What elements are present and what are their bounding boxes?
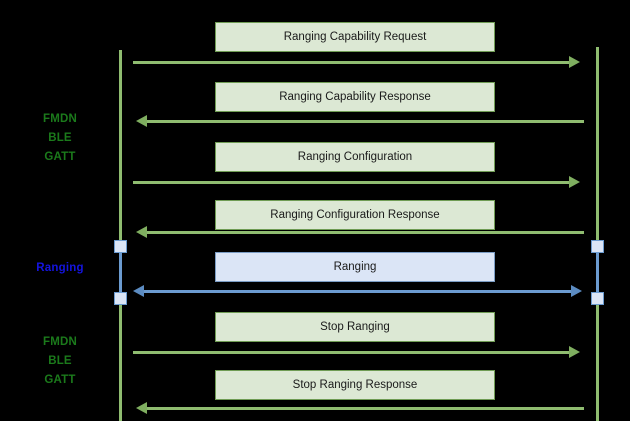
message-arrow-line-3 [133, 181, 570, 184]
lifeline-left [119, 50, 122, 421]
message-box-ranging-capability-request: Ranging Capability Request [215, 22, 495, 52]
message-arrowhead-right-1 [569, 56, 580, 68]
phase-label-fmdn-ble-gatt-bottom: FMDN BLE GATT [42, 336, 77, 386]
message-box-ranging-capability-response: Ranging Capability Response [215, 82, 495, 112]
lifeline-right [596, 47, 599, 421]
message-box-ranging-configuration: Ranging Configuration [215, 142, 495, 172]
message-box-stop-ranging-response: Stop Ranging Response [215, 370, 495, 400]
message-label: Ranging Capability Request [283, 31, 427, 43]
phase-label-fmdn-ble-gatt-top: FMDN BLE GATT [42, 113, 77, 163]
message-box-ranging-configuration-response: Ranging Configuration Response [215, 200, 495, 230]
message-arrow-line-7 [147, 407, 584, 410]
activation-box-left-end [114, 292, 127, 305]
message-label: Ranging Configuration Response [270, 209, 440, 221]
message-arrow-line-5 [144, 290, 572, 293]
message-arrowhead-left-7 [136, 402, 147, 414]
message-arrowhead-right-5 [571, 285, 582, 297]
activation-box-right-end [591, 292, 604, 305]
message-label: Ranging Capability Response [279, 91, 431, 103]
message-arrow-line-4 [147, 231, 584, 234]
message-label: Stop Ranging [320, 321, 390, 333]
activation-box-left-start [114, 240, 127, 253]
message-label: Stop Ranging Response [292, 379, 418, 391]
phase-label-ranging: Ranging [36, 262, 84, 274]
message-arrowhead-left-5 [133, 285, 144, 297]
message-label: Ranging Configuration [297, 151, 413, 163]
message-label: Ranging [333, 261, 377, 273]
activation-line-left [119, 246, 122, 298]
message-box-stop-ranging: Stop Ranging [215, 312, 495, 342]
activation-line-right [596, 246, 599, 298]
message-arrow-line-1 [133, 61, 570, 64]
activation-box-right-start [591, 240, 604, 253]
message-arrowhead-left-4 [136, 226, 147, 238]
message-arrowhead-right-3 [569, 176, 580, 188]
message-arrowhead-left-2 [136, 115, 147, 127]
message-arrow-line-2 [147, 120, 584, 123]
message-arrowhead-right-6 [569, 346, 580, 358]
message-arrow-line-6 [133, 351, 570, 354]
message-box-ranging: Ranging [215, 252, 495, 282]
